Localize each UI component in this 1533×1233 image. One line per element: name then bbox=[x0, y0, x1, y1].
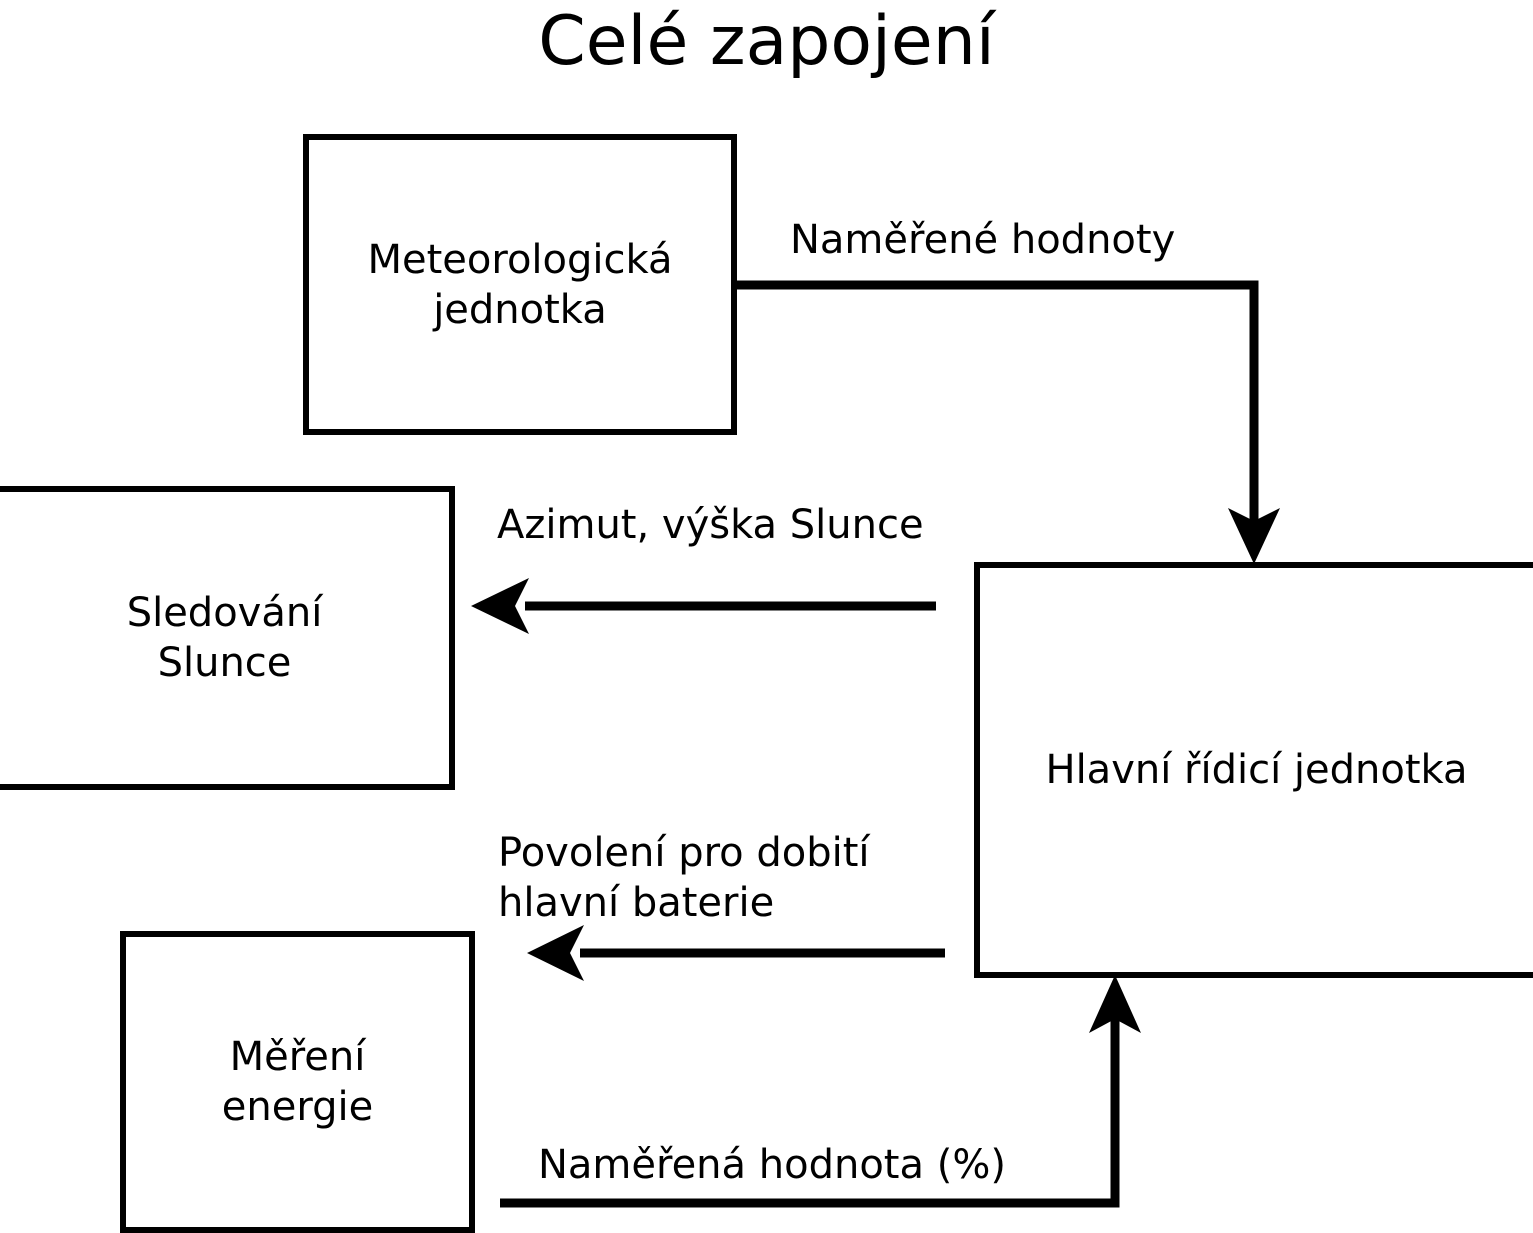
arrowhead-azimuth bbox=[471, 578, 529, 634]
node-main-control-unit[interactable]: Hlavní řídicí jednotka bbox=[974, 562, 1533, 978]
node-main-control-unit-label: Hlavní řídicí jednotka bbox=[1045, 747, 1468, 793]
node-sun-tracking[interactable]: Sledování Slunce bbox=[0, 486, 455, 790]
arrowhead-charge-permission bbox=[527, 925, 584, 981]
edge-label-azimuth: Azimut, výška Slunce bbox=[497, 502, 924, 548]
arrowhead-measured-percent bbox=[1089, 975, 1141, 1033]
node-energy-measurement[interactable]: Měření energie bbox=[120, 931, 475, 1233]
arrowhead-measured-values bbox=[1228, 508, 1280, 564]
page-title: Celé zapojení bbox=[538, 2, 995, 81]
edge-label-charge-permission: Povolení pro dobití hlavní baterie bbox=[498, 830, 870, 926]
connector-measured-values bbox=[737, 280, 1259, 536]
node-energy-measurement-label: Měření energie bbox=[221, 1034, 374, 1130]
node-sun-tracking-label: Sledování Slunce bbox=[126, 590, 323, 686]
node-meteorological-unit[interactable]: Meteorologická jednotka bbox=[303, 134, 737, 435]
node-meteorological-unit-label: Meteorologická jednotka bbox=[367, 236, 673, 333]
edge-label-measured-percent: Naměřená hodnota (%) bbox=[538, 1142, 1006, 1188]
edge-label-measured-values: Naměřené hodnoty bbox=[790, 217, 1176, 263]
